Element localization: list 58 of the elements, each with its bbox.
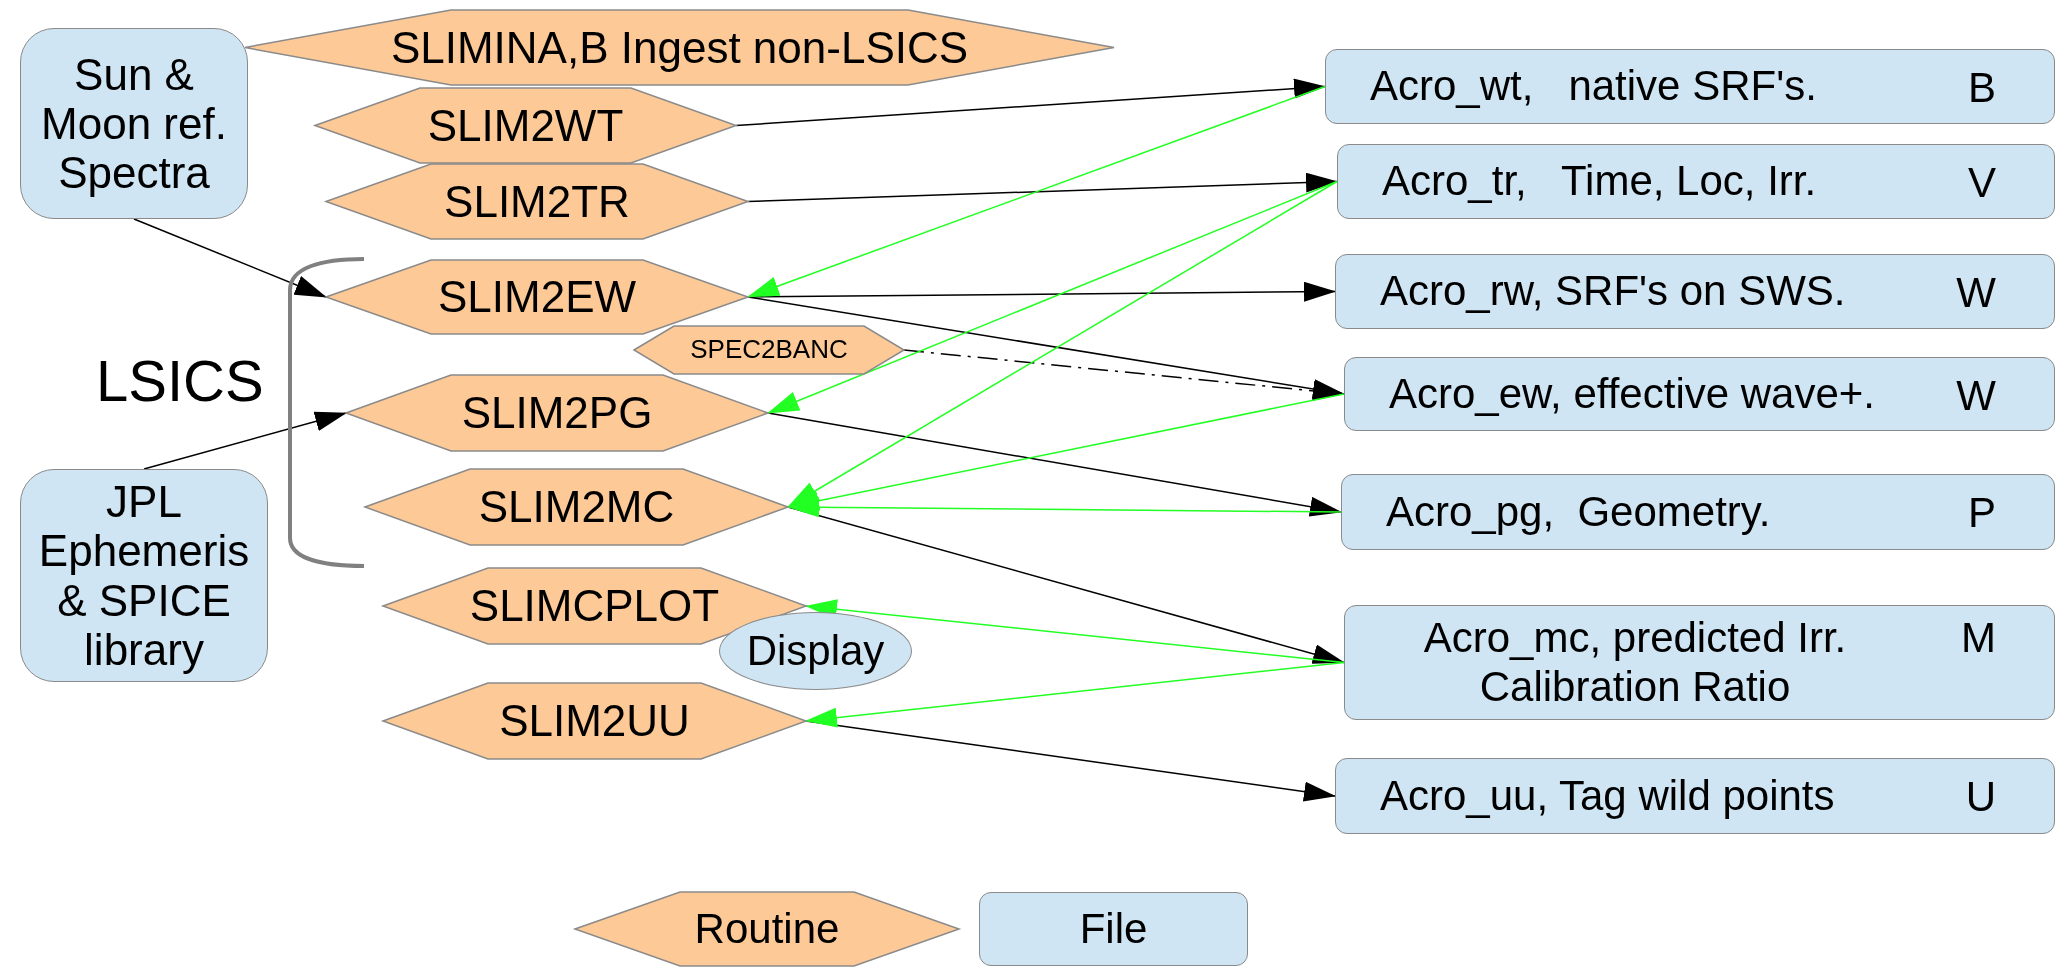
arrow bbox=[787, 393, 1345, 511]
file-description: Acro_rw, SRF's on SWS. bbox=[1380, 267, 1847, 316]
routine-name: SLIM2UU bbox=[499, 696, 690, 746]
arrow bbox=[787, 497, 1342, 518]
arrow bbox=[133, 218, 327, 298]
routine-name: SLIM2WT bbox=[427, 100, 624, 151]
file-description: Acro_tr, Time, Loc, Irr. bbox=[1382, 157, 1818, 206]
file-box bbox=[1337, 144, 2055, 219]
routine-name: SLIM2TR bbox=[444, 176, 630, 227]
routine-hexagon bbox=[365, 469, 788, 545]
file-code-letter: U bbox=[1965, 773, 1996, 822]
file-box bbox=[1335, 758, 2055, 834]
source-label: Sun & Moon ref. Spectra bbox=[40, 49, 228, 198]
legend-label: Routine bbox=[694, 905, 840, 953]
arrow bbox=[747, 296, 1345, 399]
file-box bbox=[1341, 474, 2055, 550]
routine-name: SLIMINA,B Ingest non-LSICS bbox=[390, 22, 969, 73]
file-code-letter: P bbox=[1968, 489, 1996, 538]
routine-hexagon bbox=[634, 326, 904, 374]
file-code-letter: W bbox=[1956, 372, 1996, 421]
file-code-letter: W bbox=[1956, 269, 1996, 318]
data-source-box bbox=[20, 28, 248, 219]
arrow bbox=[747, 172, 1338, 203]
routine-name: SLIM2EW bbox=[437, 272, 636, 322]
routine-hexagon bbox=[315, 88, 736, 163]
source-label: JPL Ephemeris & SPICE library bbox=[37, 476, 251, 675]
arrow bbox=[805, 661, 1345, 728]
file-box bbox=[1325, 49, 2055, 124]
legend-label: File bbox=[1079, 905, 1148, 953]
routine-hexagon bbox=[326, 164, 748, 239]
file-box bbox=[1344, 357, 2055, 431]
arrow bbox=[143, 411, 347, 470]
arrow bbox=[767, 412, 1342, 517]
routine-hexagon bbox=[245, 10, 1114, 85]
arrow bbox=[805, 599, 1345, 664]
file-code-letter: V bbox=[1968, 159, 1996, 208]
routine-name: SPEC2BANC bbox=[690, 335, 848, 365]
arrow bbox=[747, 85, 1326, 298]
arrow bbox=[735, 78, 1326, 127]
file-description: Acro_mc, predicted Irr. Calibration Ratio bbox=[1422, 614, 1848, 711]
file-description: Acro_ew, effective wave+. bbox=[1389, 369, 1876, 419]
file-box bbox=[1335, 254, 2055, 329]
file-description: Acro_wt, native SRF's. bbox=[1370, 62, 1818, 111]
file-code-letter: B bbox=[1968, 64, 1996, 113]
arrow bbox=[787, 180, 1338, 508]
routine-name: SLIM2PG bbox=[461, 388, 653, 438]
dash-dot-arrow bbox=[903, 349, 1345, 401]
data-source-box bbox=[20, 469, 268, 682]
file-description: Acro_uu, Tag wild points bbox=[1380, 771, 1836, 821]
file-box bbox=[1344, 605, 2055, 720]
file-code-letter: M bbox=[1961, 614, 1996, 663]
arrow bbox=[767, 180, 1338, 414]
display-label: Display bbox=[746, 627, 885, 675]
routine-name: SLIMCPLOT bbox=[469, 581, 720, 631]
group-label: LSICS bbox=[96, 352, 264, 410]
routine-hexagon bbox=[383, 683, 806, 759]
routine-name: SLIM2MC bbox=[478, 482, 675, 532]
file-description: Acro_pg, Geometry. bbox=[1386, 487, 1772, 537]
